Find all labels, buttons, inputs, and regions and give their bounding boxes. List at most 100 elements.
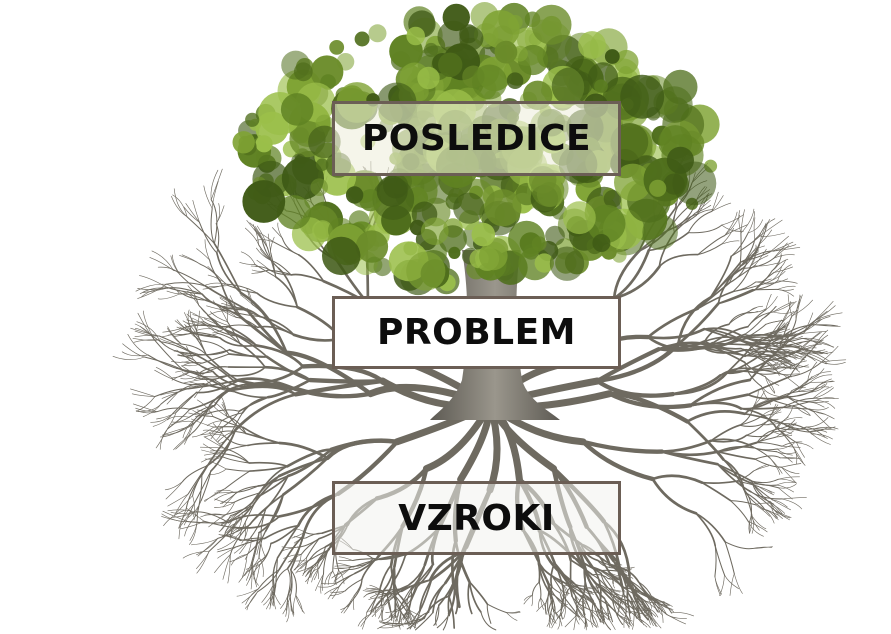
- root-strand: [575, 595, 586, 605]
- root-strand: [747, 311, 774, 328]
- root-strand: [280, 592, 290, 609]
- root-strand: [196, 399, 214, 417]
- root-strand: [166, 412, 177, 430]
- root-strand: [743, 488, 752, 516]
- root-strand: [185, 474, 203, 511]
- root-strand: [240, 294, 253, 305]
- root-strand: [204, 456, 223, 460]
- root-strand: [371, 603, 385, 617]
- root-strand: [167, 493, 189, 507]
- root-strand: [192, 353, 235, 382]
- root-strand: [208, 514, 225, 528]
- root-strand: [217, 432, 232, 442]
- root-strand: [435, 604, 440, 626]
- root-strand: [167, 326, 182, 345]
- root-strand: [750, 478, 779, 484]
- root-strand: [775, 426, 795, 449]
- root-strand: [214, 491, 234, 494]
- root-strand: [187, 285, 200, 306]
- root-strand: [781, 349, 805, 360]
- root-strand: [239, 342, 266, 369]
- root-strand: [773, 431, 793, 437]
- root-strand: [414, 611, 434, 631]
- root-strand: [203, 436, 225, 449]
- root-strand: [789, 349, 812, 378]
- root-strand: [772, 399, 798, 408]
- leaf-cluster: [666, 146, 695, 174]
- root-strand: [270, 524, 300, 545]
- leaf-cluster: [438, 52, 463, 77]
- root-strand: [793, 447, 798, 465]
- root-strand: [607, 391, 693, 410]
- root-strand: [246, 562, 254, 586]
- root-strand: [559, 587, 566, 596]
- root-strand: [775, 481, 796, 486]
- root-strand: [137, 286, 167, 291]
- root-strand: [773, 266, 794, 273]
- root-strand: [480, 611, 497, 631]
- root-strand: [204, 285, 248, 311]
- root-strand: [795, 294, 803, 321]
- root-strand: [773, 254, 795, 259]
- root-strand: [398, 606, 401, 624]
- root-strand: [548, 599, 553, 612]
- leaf-cluster: [276, 195, 311, 230]
- root-strand: [156, 407, 191, 413]
- root-strand: [745, 353, 781, 358]
- root-strand: [769, 241, 794, 253]
- root-strand: [165, 283, 180, 295]
- root-strand: [758, 486, 775, 494]
- root-strand: [196, 474, 203, 515]
- root-strand: [797, 387, 815, 392]
- root-strand: [258, 530, 267, 559]
- root-strand: [813, 426, 839, 430]
- root-strand: [340, 599, 354, 611]
- root-strand: [203, 520, 235, 529]
- root-strand: [467, 580, 473, 615]
- root-strand: [293, 535, 307, 539]
- root-strand: [388, 592, 400, 602]
- root-strand: [222, 453, 250, 464]
- root-strand: [696, 209, 714, 216]
- leaf-cluster: [322, 236, 361, 276]
- root-strand: [161, 513, 189, 523]
- root-strand: [636, 598, 646, 610]
- leaf-cluster: [534, 253, 554, 273]
- root-strand: [286, 597, 290, 623]
- root-strand: [745, 342, 773, 351]
- root-strand: [245, 432, 281, 444]
- leaf-cluster: [242, 180, 286, 223]
- root-strand: [360, 613, 371, 627]
- root-strand: [203, 185, 213, 209]
- root-strand: [237, 492, 261, 515]
- root-strand: [606, 587, 621, 596]
- root-strand: [165, 286, 203, 295]
- root-strand: [747, 520, 764, 537]
- root-strand: [278, 535, 304, 571]
- root-strand: [221, 523, 236, 538]
- leaf-cluster: [472, 64, 507, 100]
- root-strand: [195, 330, 208, 356]
- root-strand: [599, 602, 612, 631]
- root-strand: [213, 449, 228, 454]
- root-strand: [272, 227, 283, 239]
- root-strand: [628, 574, 649, 621]
- leaf-cluster: [481, 10, 520, 49]
- root-strand: [212, 318, 231, 327]
- root-strand: [697, 243, 722, 256]
- root-strand: [216, 489, 234, 493]
- root-strand: [409, 607, 422, 626]
- root-strand: [306, 565, 313, 585]
- root-strand: [329, 590, 346, 596]
- root-strand: [638, 595, 653, 617]
- root-strand: [556, 569, 573, 598]
- root-strand: [765, 319, 785, 325]
- root-strand: [724, 214, 741, 236]
- root-strand: [307, 377, 385, 384]
- root-strand: [795, 352, 816, 362]
- root-strand: [222, 410, 240, 428]
- root-strand: [197, 538, 219, 557]
- root-strand: [771, 319, 782, 334]
- root-strand: [348, 558, 374, 571]
- leaf-cluster: [620, 74, 665, 119]
